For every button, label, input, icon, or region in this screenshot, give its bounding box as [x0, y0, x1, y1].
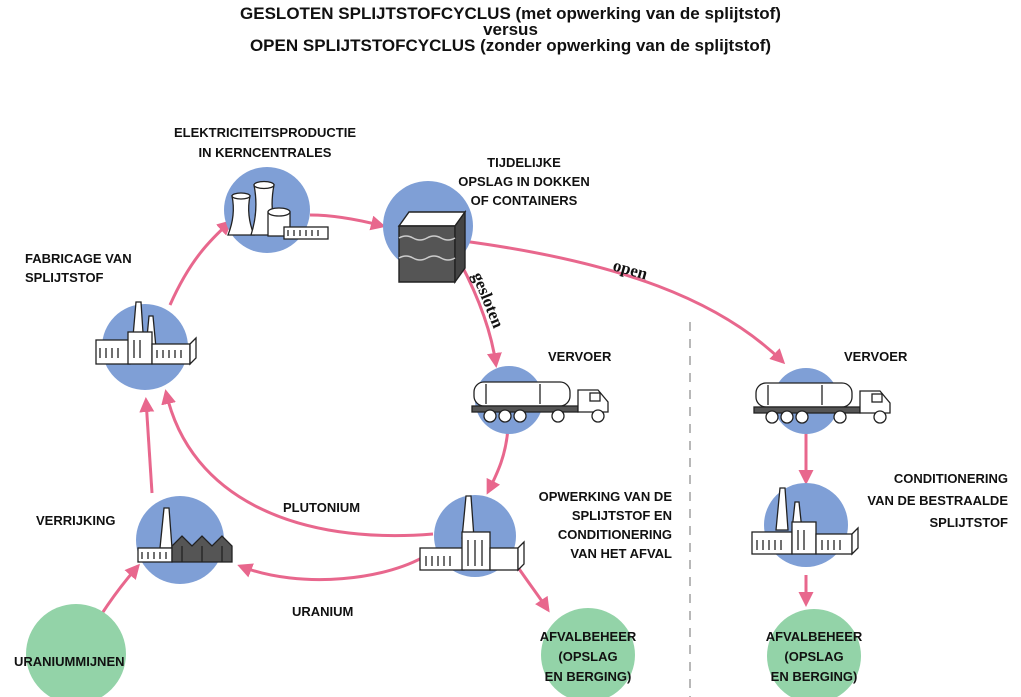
plant-icon	[751, 487, 859, 556]
conditioning-label-2: VAN DE BESTRAALDE	[867, 493, 1008, 508]
waste-closed-label-1: AFVALBEHEER	[540, 629, 637, 644]
arrow-fabrication-to-electricity	[168, 219, 233, 306]
waste-open-label-1: AFVALBEHEER	[766, 629, 863, 644]
open-cycle-flow-label: open	[611, 256, 650, 284]
enrichment-label: VERRIJKING	[36, 513, 115, 528]
truck-icon	[753, 382, 891, 424]
waste-closed-node	[541, 608, 635, 697]
waste-closed-label-3: EN BERGING)	[545, 669, 632, 684]
transport-closed-label: VERVOER	[548, 349, 612, 364]
arrow-electricity-to-storage	[309, 213, 386, 231]
reprocessing-label-1: OPWERKING VAN DE	[539, 489, 673, 504]
arrow-uranium	[237, 551, 431, 582]
waste-closed-label-2: (OPSLAG	[558, 649, 617, 664]
storage-label-2: OPSLAG IN DOKKEN	[458, 174, 589, 189]
electricity-label-1: ELEKTRICITEITSPRODUCTIE	[174, 125, 356, 140]
storage-label-3: OF CONTAINERS	[471, 193, 578, 208]
conditioning-label-1: CONDITIONERING	[894, 471, 1008, 486]
arrow-storage-to-transport-open	[462, 239, 786, 365]
diagram-title-line-3: OPEN SPLIJTSTOFCYCLUS (zonder opwerking …	[249, 36, 772, 55]
electricity-label-2: IN KERNCENTRALES	[199, 145, 332, 160]
fabrication-label-2: SPLIJTSTOF	[25, 270, 104, 285]
arrow-plutonium	[161, 389, 434, 538]
waste-open-label-2: (OPSLAG	[784, 649, 843, 664]
conditioning-label-3: SPLIJTSTOF	[930, 515, 1009, 530]
storage-pool-icon	[397, 209, 467, 285]
storage-label-1: TIJDELIJKE	[487, 155, 561, 170]
closed-cycle-flow-label: gesloten	[468, 269, 508, 331]
arrow-mines-to-enrichment	[99, 563, 140, 616]
diagram-title-line-1: GESLOTEN SPLIJTSTOFCYCLUS (met opwerking…	[240, 4, 781, 23]
diagram-title-line-2: versus	[483, 20, 538, 39]
arrow-enrichment-to-fabrication	[139, 397, 155, 494]
plutonium-flow-label: PLUTONIUM	[283, 500, 360, 515]
mines-label: URANIUMMIJNEN	[14, 654, 125, 669]
uranium-flow-label: URANIUM	[292, 604, 353, 619]
truck-icon	[471, 381, 609, 423]
plant-icon	[419, 495, 525, 572]
reprocessing-label-3: CONDITIONERING	[558, 527, 672, 542]
waste-open-label-3: EN BERGING)	[771, 669, 858, 684]
factory-icon	[95, 301, 197, 366]
mines-node	[26, 604, 126, 697]
transport-open-label: VERVOER	[844, 349, 908, 364]
arrow-transport-to-reprocessing	[486, 427, 510, 495]
reprocessing-label-4: VAN HET AFVAL	[570, 546, 672, 561]
arrow-storage-to-transport-closed	[458, 261, 502, 368]
fabrication-label-1: FABRICAGE VAN	[25, 251, 132, 266]
enrichment-plant-icon	[137, 507, 233, 563]
cooling-towers-icon	[227, 180, 329, 240]
waste-open-node	[767, 609, 861, 697]
reprocessing-label-2: SPLIJTSTOF EN	[572, 508, 672, 523]
